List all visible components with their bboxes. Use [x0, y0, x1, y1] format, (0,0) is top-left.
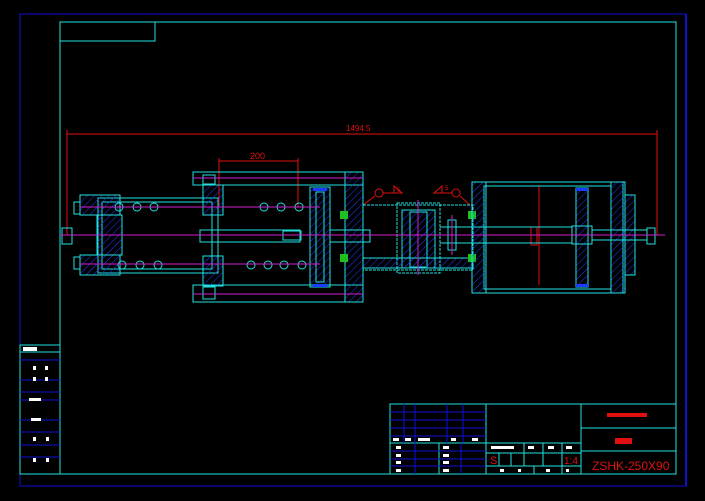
drawing-number: ZSHK-250X90 [592, 459, 670, 473]
weld-symbol-left: 5 [362, 184, 404, 206]
top-left-label-box [59, 21, 156, 42]
svg-text:5: 5 [397, 188, 401, 194]
scale-value: 1:4 [564, 456, 578, 467]
title-block: S 1:4 ZSHK-250X90 [389, 403, 677, 475]
center-coupling [362, 202, 476, 274]
material-mark: S [490, 455, 497, 467]
overall-length-dimension: 1494.5 [66, 124, 658, 235]
svg-text:5: 5 [445, 186, 449, 192]
left-revision-table [19, 344, 61, 475]
right-cylinder [440, 181, 656, 294]
sheet-border [19, 13, 687, 487]
centerlines [60, 177, 665, 295]
left-cylinder [61, 171, 371, 303]
stroke-dimension: 200 [218, 151, 299, 207]
stroke-label: 200 [250, 151, 265, 161]
overall-length-label: 1494.5 [346, 124, 371, 133]
weld-symbol-right: 5 [432, 184, 471, 206]
